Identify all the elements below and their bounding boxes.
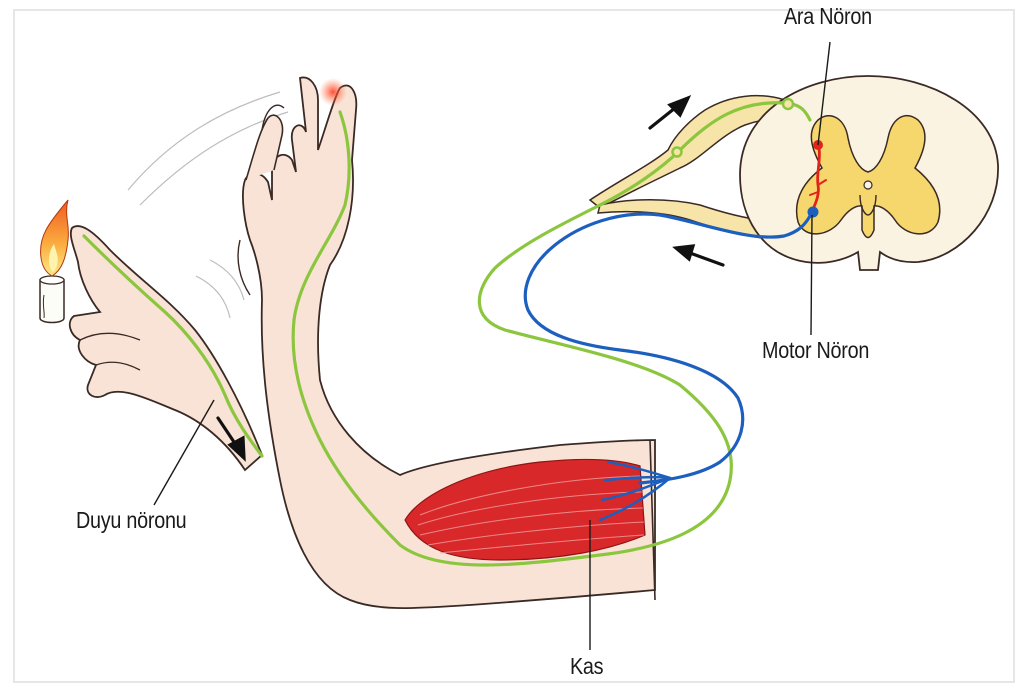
label-interneuron: Ara Nöron [784,3,872,30]
label-muscle: Kas [570,653,603,680]
label-motor-neuron: Motor Nöron [762,337,869,364]
leader-motor [811,215,812,335]
burn-spot [319,78,347,106]
candle-icon [40,276,64,323]
label-sensory-neuron: Duyu nöronu [76,507,186,534]
central-canal [864,181,872,189]
